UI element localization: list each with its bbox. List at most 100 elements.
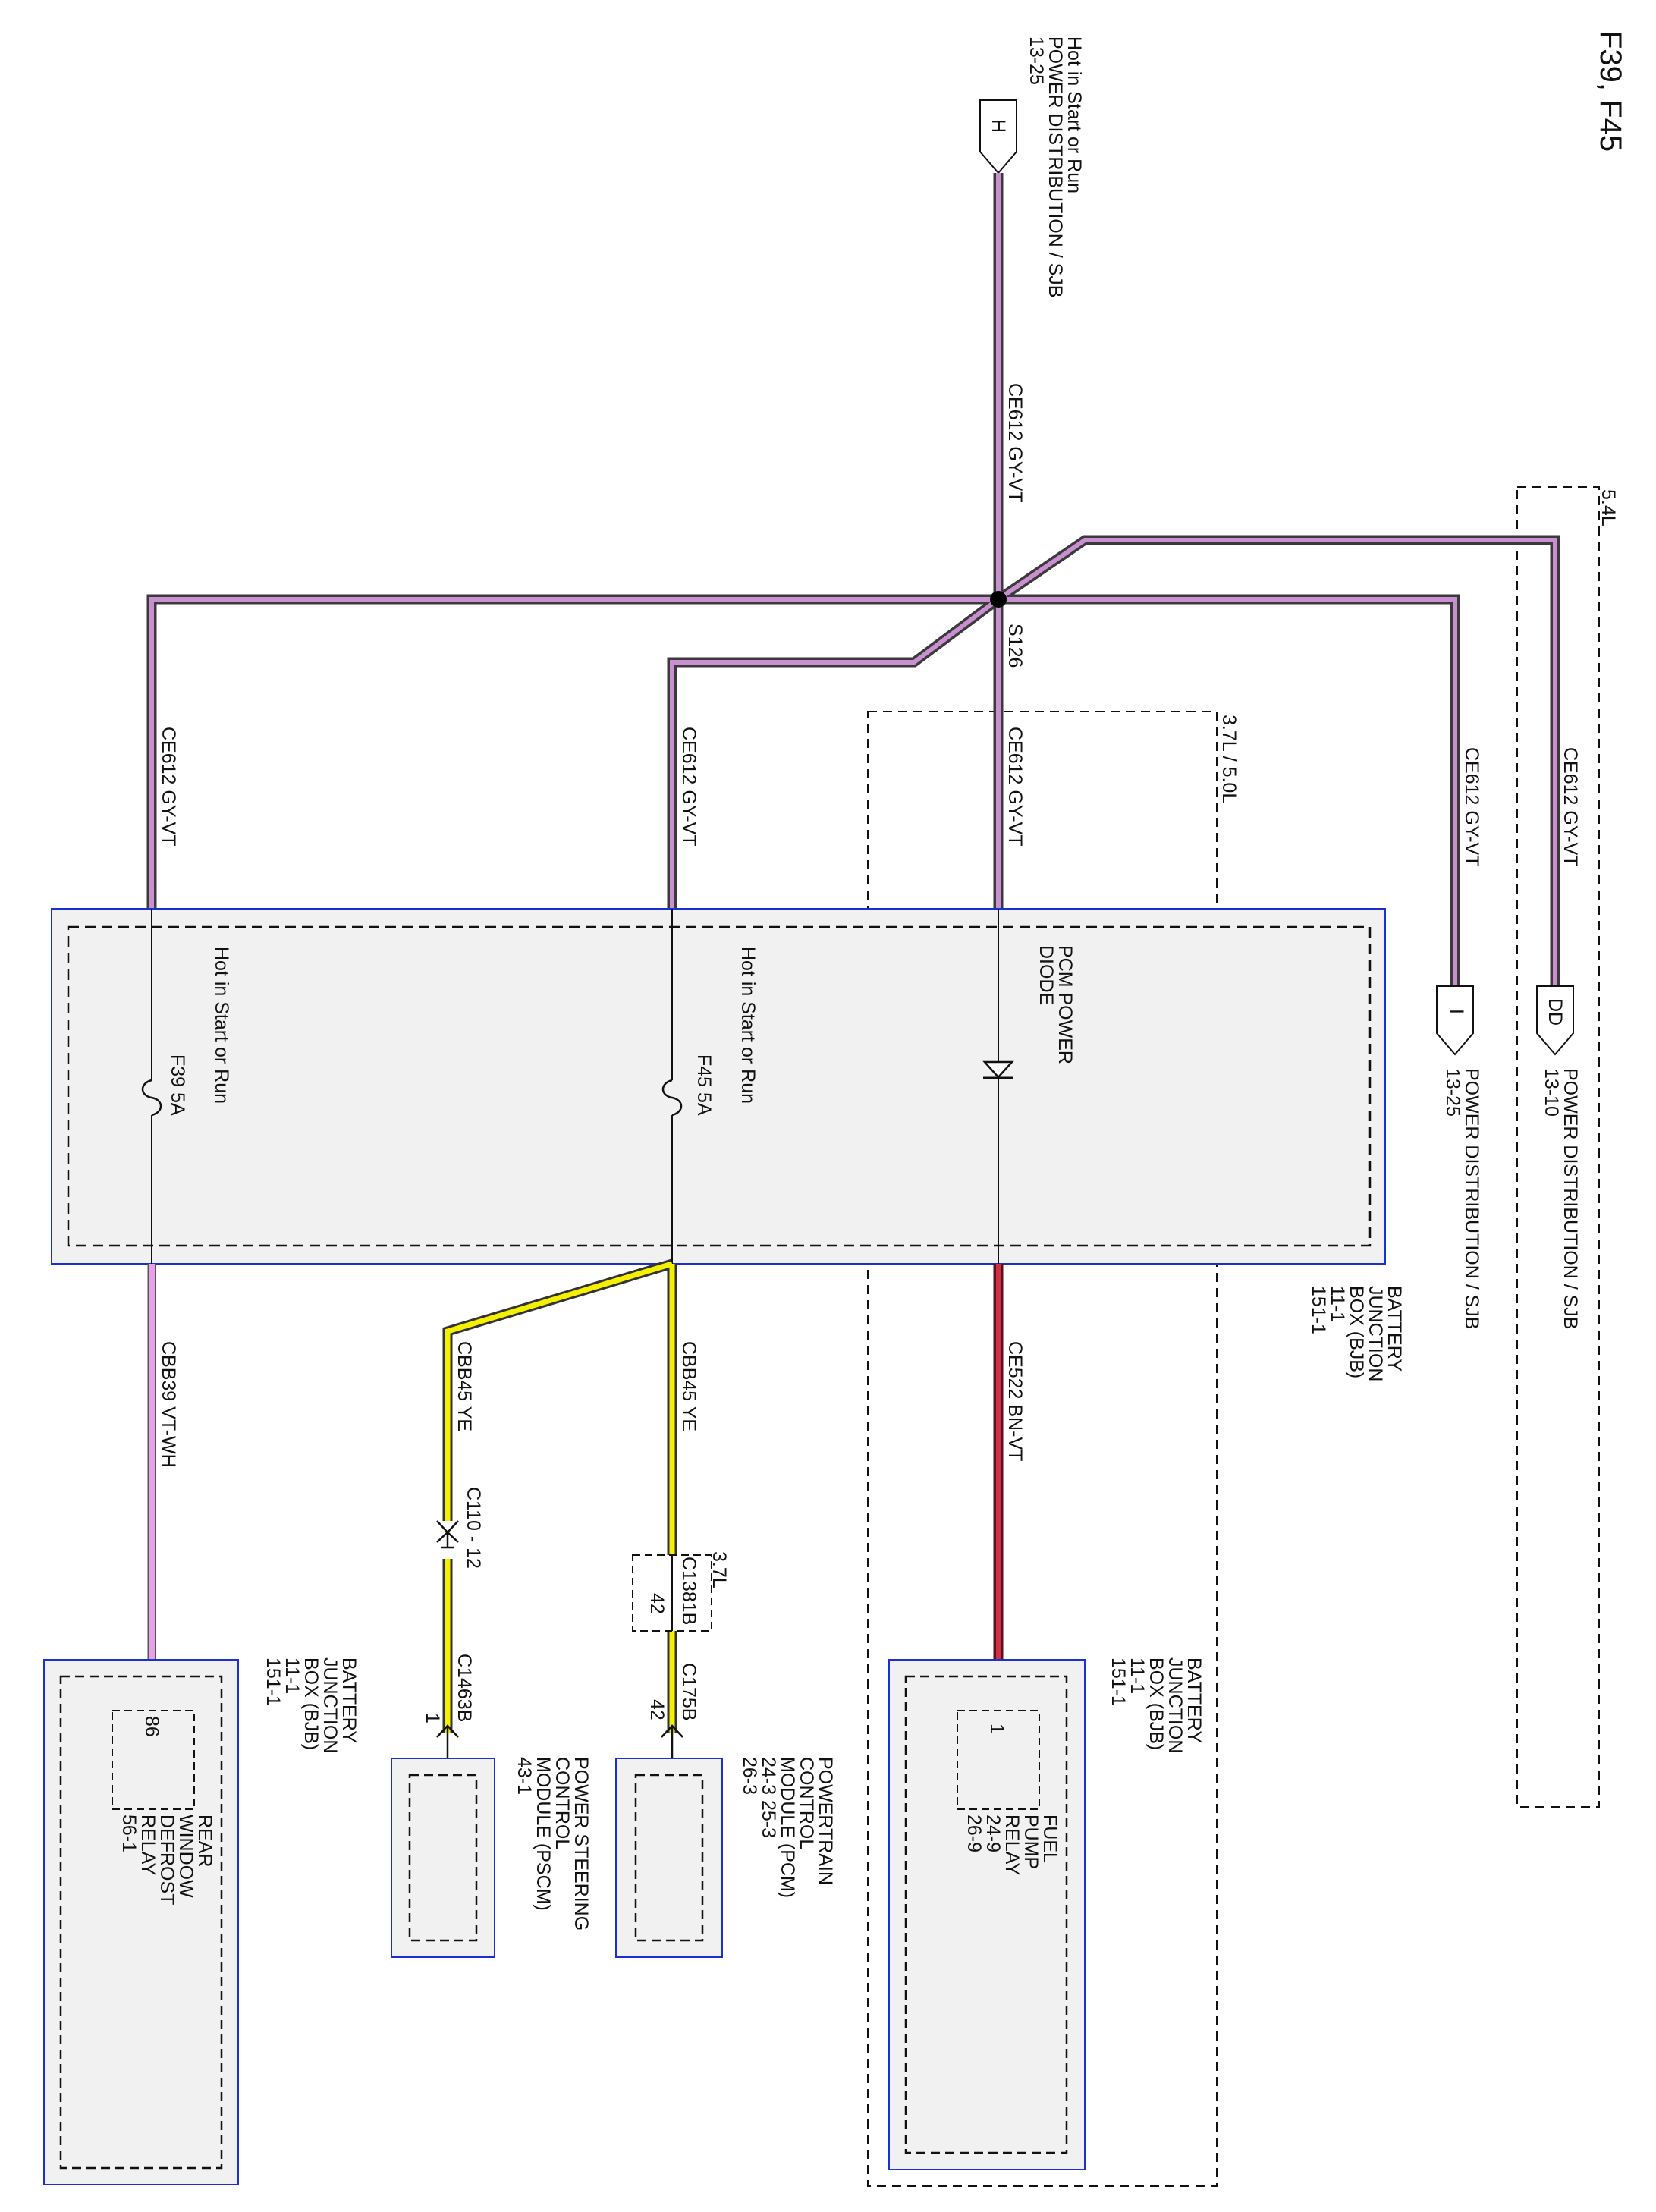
pcm-label: POWERTRAIN CONTROL MODULE (PCM) 24-3 25-… (739, 1757, 836, 1898)
svg-text:POWER STEERING: POWER STEERING (570, 1757, 592, 1931)
bjb-label: BATTERY JUNCTION BOX (BJB) 11-1 151-1 (1308, 1286, 1405, 1381)
svg-text:24-9: 24-9 (982, 1815, 1004, 1852)
svg-text:BATTERY: BATTERY (1384, 1286, 1405, 1372)
svg-text:56-1: 56-1 (118, 1815, 140, 1852)
fuse-f39 (141, 1079, 162, 1117)
wire-label-cbb39: CBB39 VT-WH (158, 1341, 179, 1468)
svg-text:24-3 25-3: 24-3 25-3 (758, 1757, 779, 1838)
splice-label: S126 (1004, 624, 1026, 668)
option-label-3-7l: 3.7L (709, 1551, 730, 1588)
svg-text:BATTERY: BATTERY (1183, 1657, 1205, 1743)
svg-text:H: H (988, 119, 1009, 133)
svg-text:26-9: 26-9 (963, 1815, 985, 1852)
svg-text:DD: DD (1544, 998, 1566, 1026)
svg-text:RELAY: RELAY (137, 1815, 159, 1875)
fuse-f39-hot-label: Hot in Start or Run (211, 947, 232, 1104)
fuel-pump-relay-pin: 1 (986, 1723, 1007, 1734)
svg-text:11-1: 11-1 (1127, 1657, 1148, 1694)
wire-label-branch-diode: CE612 GY-VT (1004, 727, 1026, 846)
connector-c110 (436, 1520, 459, 1549)
pscm-label: POWER STEERING CONTROL MODULE (PSCM) 43-… (514, 1757, 592, 1931)
connector-c110-label: C110 - 12 (463, 1487, 484, 1569)
svg-text:DEFROST: DEFROST (156, 1815, 178, 1905)
svg-text:13-25: 13-25 (1026, 36, 1047, 85)
diagram-title: F39, F45 (1594, 30, 1627, 152)
splice-s126 (990, 591, 1007, 608)
diode-label: PCM POWER DIODE (1035, 945, 1076, 1064)
fuse-f45-label: F45 5A (693, 1054, 715, 1116)
svg-text:PUMP: PUMP (1020, 1815, 1042, 1869)
connector-dd-label: POWER DISTRIBUTION / SJB 13-10 (1541, 1068, 1581, 1329)
svg-text:JUNCTION: JUNCTION (1365, 1286, 1386, 1381)
fuse-f45-hot-label: Hot in Start or Run (737, 947, 759, 1104)
rear-defrost-relay-bjb-label: BATTERY JUNCTION BOX (BJB) 11-1 151-1 (262, 1657, 360, 1753)
bjb-internal-wires (151, 909, 999, 1264)
wire-label-branch-dd: CE612 GY-VT (1560, 747, 1581, 866)
svg-text:PCM POWER: PCM POWER (1054, 945, 1076, 1064)
connector-c175b-pin: 42 (646, 1699, 668, 1720)
battery-junction-box (51, 908, 1386, 1265)
fuel-pump-relay-box (888, 1659, 1086, 2170)
svg-text:FUEL: FUEL (1039, 1815, 1061, 1863)
svg-text:11-1: 11-1 (281, 1657, 303, 1694)
svg-text:BOX (BJB): BOX (BJB) (1145, 1657, 1167, 1750)
svg-text:POWER DISTRIBUTION / SJB: POWER DISTRIBUTION / SJB (1045, 36, 1066, 297)
svg-text:MODULE (PCM): MODULE (PCM) (777, 1757, 798, 1898)
pscm-module (391, 1758, 495, 1958)
wire-label-branch-f45: CE612 GY-VT (678, 727, 699, 846)
wire-label-branch-i: CE612 GY-VT (1461, 747, 1482, 866)
svg-text:CONTROL: CONTROL (796, 1757, 817, 1849)
rear-defrost-relay-label: REAR WINDOW DEFROST RELAY 56-1 (118, 1815, 215, 1905)
svg-text:BOX (BJB): BOX (BJB) (1346, 1286, 1367, 1378)
wire-cbb45 (442, 1258, 677, 1733)
svg-text:MODULE (PSCM): MODULE (PSCM) (533, 1757, 554, 1911)
svg-text:151-1: 151-1 (1108, 1657, 1129, 1706)
connector-dd: DD (1536, 985, 1574, 1056)
connector-h: H (979, 99, 1017, 174)
svg-text:JUNCTION: JUNCTION (319, 1657, 341, 1753)
connector-i-label: POWER DISTRIBUTION / SJB 13-25 (1442, 1068, 1482, 1329)
svg-text:JUNCTION: JUNCTION (1164, 1657, 1186, 1753)
svg-text:POWERTRAIN: POWERTRAIN (815, 1757, 836, 1885)
connector-i: I (1436, 985, 1474, 1056)
svg-text:BOX (BJB): BOX (BJB) (300, 1657, 322, 1750)
connector-c175b-label: C175B (678, 1663, 699, 1720)
connector-c175b (661, 1724, 683, 1758)
svg-text:13-10: 13-10 (1541, 1068, 1562, 1117)
svg-text:CONTROL: CONTROL (551, 1757, 573, 1849)
option-label-5-4l: 5.4L (1598, 489, 1619, 526)
pcm-power-diode (982, 1060, 1014, 1079)
wire-label-cbb45-pscm: CBB45 YE (454, 1341, 475, 1431)
rear-defrost-relay-box (43, 1659, 239, 2185)
svg-text:POWER DISTRIBUTION / SJB: POWER DISTRIBUTION / SJB (1560, 1068, 1581, 1329)
connector-c1381b-pin: 42 (646, 1593, 668, 1614)
svg-text:WINDOW: WINDOW (175, 1815, 196, 1898)
fuse-f39-label: F39 5A (167, 1054, 188, 1116)
wire-label-main-top: CE612 GY-VT (1004, 383, 1026, 502)
connector-h-label: Hot in Start or Run POWER DISTRIBUTION /… (1026, 36, 1085, 297)
option-box-5-4l (1516, 486, 1600, 1808)
fuel-pump-relay-bjb-label: BATTERY JUNCTION BOX (BJB) 11-1 151-1 (1108, 1657, 1205, 1753)
svg-text:13-25: 13-25 (1442, 1068, 1463, 1117)
connector-c1381b-label: C1381B (678, 1557, 699, 1625)
svg-text:151-1: 151-1 (1308, 1286, 1329, 1334)
option-label-3-7l-5-0l: 3.7L / 5.0L (1218, 715, 1240, 803)
svg-text:REAR: REAR (194, 1815, 215, 1867)
fuel-pump-relay-label: FUEL PUMP RELAY 24-9 26-9 (963, 1815, 1061, 1875)
connector-c1463b-label: C1463B (454, 1654, 475, 1722)
wire-label-ce522: CE522 BN-VT (1004, 1341, 1026, 1461)
svg-text:26-3: 26-3 (739, 1757, 760, 1795)
svg-text:43-1: 43-1 (514, 1757, 535, 1795)
svg-text:151-1: 151-1 (262, 1657, 284, 1706)
svg-text:Hot in Start or Run: Hot in Start or Run (1064, 36, 1085, 193)
svg-text:POWER DISTRIBUTION / SJB: POWER DISTRIBUTION / SJB (1461, 1068, 1482, 1329)
rear-defrost-relay-pin: 86 (141, 1716, 162, 1737)
gy-vt-wires (146, 173, 1560, 986)
connector-c1463b (436, 1724, 459, 1758)
fuse-f45 (661, 1079, 683, 1117)
pcm-module (615, 1758, 723, 1958)
svg-text:11-1: 11-1 (1327, 1286, 1348, 1322)
wire-label-cbb45-pcm: CBB45 YE (678, 1341, 699, 1431)
option-box-3-7l-5-0l (867, 711, 1218, 2187)
